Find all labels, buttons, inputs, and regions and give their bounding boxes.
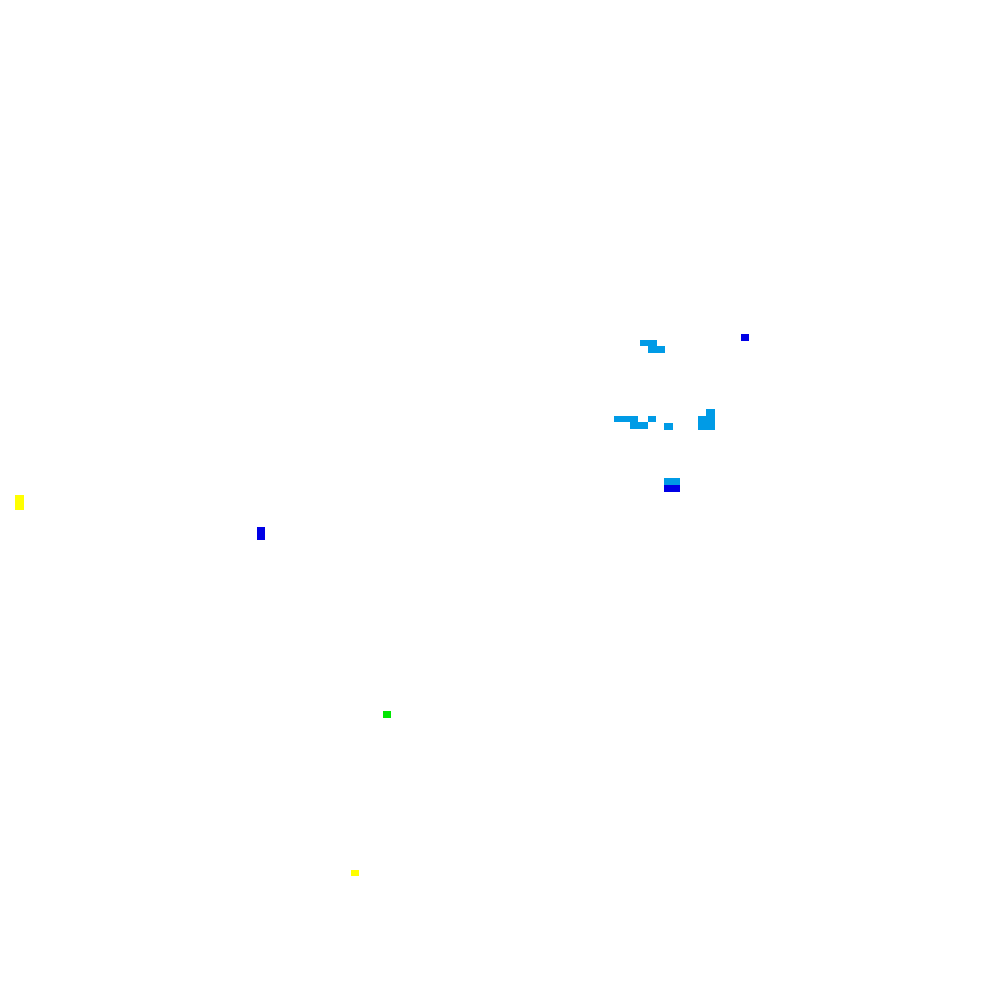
light-blue-mark (698, 409, 715, 430)
dark-blue-mark-cell (257, 527, 265, 540)
green-mark-cell (383, 711, 391, 718)
light-blue-mark-cell (698, 422, 715, 430)
green-mark (383, 711, 391, 718)
dark-blue-mark (664, 485, 680, 492)
light-blue-mark-cell (664, 423, 673, 430)
yellow-mark (15, 495, 24, 510)
light-blue-mark-cell (630, 422, 648, 429)
light-blue-mark (664, 478, 680, 485)
light-blue-mark-cell (698, 416, 715, 422)
yellow-mark-cell (15, 495, 24, 503)
yellow-mark-cell (351, 870, 359, 876)
light-blue-mark (664, 423, 673, 430)
yellow-mark-cell (15, 503, 24, 510)
light-blue-mark-cell (648, 346, 665, 353)
light-blue-mark-cell (640, 340, 657, 346)
dark-blue-mark (257, 527, 265, 540)
yellow-mark (351, 870, 359, 876)
light-blue-mark (640, 340, 665, 353)
dark-blue-mark-cell (664, 485, 680, 492)
light-blue-mark-cell (614, 416, 638, 422)
light-blue-mark (648, 416, 656, 422)
dark-blue-mark-cell (741, 334, 749, 341)
dark-blue-mark (741, 334, 749, 341)
light-blue-mark-cell (648, 416, 656, 422)
light-blue-mark (614, 416, 648, 429)
light-blue-mark-cell (706, 409, 715, 416)
light-blue-mark-cell (664, 478, 680, 485)
